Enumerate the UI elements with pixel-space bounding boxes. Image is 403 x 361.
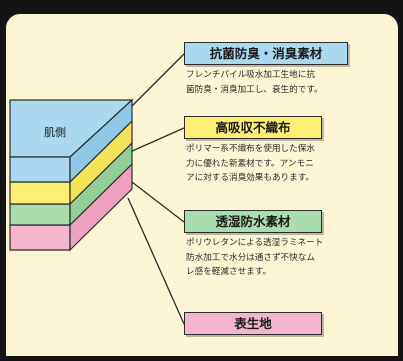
leader-line-top	[127, 53, 185, 111]
layer-label-outer-fabric: 表生地	[184, 312, 322, 335]
leader-line-bottom	[127, 197, 185, 325]
skin-side-label: 肌側	[44, 126, 66, 139]
layer-stack-diagram	[9, 53, 185, 325]
leader-line-second	[129, 127, 185, 153]
layer-label-waterproof: 透湿防水素材	[184, 210, 322, 233]
layer-pink	[9, 162, 133, 252]
layer-label-absorbent: 高吸収不織布	[184, 116, 322, 139]
diagram-panel: 肌側 抗菌防臭・消臭素材 フレンチパイル吸水加工生地に抗 菌防臭・消臭加工し、衰…	[6, 14, 398, 356]
layer-description-absorbent: ポリマー系不織布を使用した保水 力に優れた新素材です。アンモニ アに対する消臭効…	[186, 144, 315, 183]
layer-yellow	[9, 119, 133, 206]
leader-line-third	[131, 181, 185, 223]
layer-description-waterproof: ポリウレタンによる透湿ラミネート 防水加工で水分は通さず不快なム レ感を軽減させ…	[186, 238, 324, 277]
layer-blue	[9, 98, 134, 184]
layer-description-antibacterial: フレンチパイル吸水加工生地に抗 菌防臭・消臭加工し、衰生的です。	[186, 70, 323, 95]
layer-label-antibacterial: 抗菌防臭・消臭素材	[184, 42, 348, 65]
